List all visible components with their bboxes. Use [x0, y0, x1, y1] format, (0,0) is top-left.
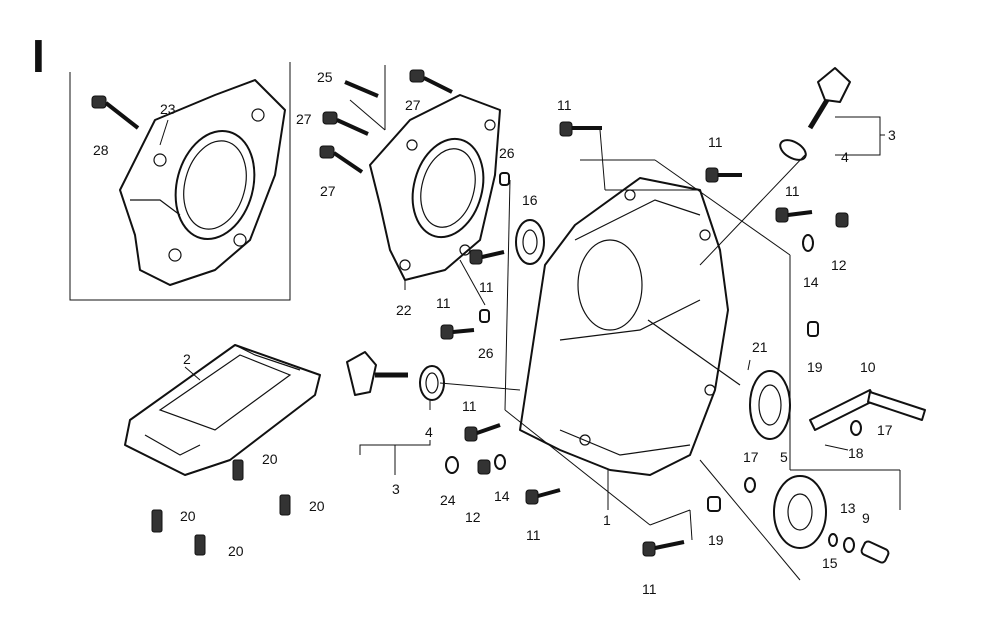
callout-20-a: 20 [262, 451, 278, 467]
part-9-shaft [860, 540, 890, 564]
callout-19-b: 19 [708, 532, 724, 548]
bolt-group-25-27 [319, 69, 453, 174]
callout-12-b: 12 [465, 509, 481, 525]
callout-14-a: 14 [803, 274, 819, 290]
callout-11-b: 11 [708, 134, 723, 150]
callout-10: 10 [860, 359, 876, 375]
callout-labels: 1 2 3 3 4 4 5 9 10 11 11 11 11 11 11 11 … [93, 69, 896, 597]
part-2-skid-plate [124, 344, 321, 476]
callout-11-d: 11 [479, 279, 494, 295]
callout-15: 15 [822, 555, 838, 571]
callout-28: 28 [93, 142, 109, 158]
callout-16: 16 [522, 192, 538, 208]
part-26-dowel-upper [499, 172, 510, 186]
callout-2: 2 [183, 351, 191, 367]
callout-27-a: 27 [405, 97, 421, 113]
callout-4-left: 4 [425, 424, 433, 440]
callout-17-a: 17 [877, 422, 893, 438]
leader-lines [159, 65, 901, 581]
callout-17-b: 17 [743, 449, 759, 465]
callout-11-e: 11 [436, 295, 451, 311]
section-mark: I [32, 30, 45, 82]
part-28-bolt [91, 95, 140, 130]
part-26-dowel-lower [479, 309, 490, 323]
callout-21: 21 [752, 339, 768, 355]
bolt-group-11-12 [440, 121, 849, 557]
callout-22: 22 [396, 302, 412, 318]
callout-11-a: 11 [557, 97, 572, 113]
part-5-gear [773, 475, 827, 549]
callout-11-h: 11 [642, 581, 657, 597]
part-22-flange [369, 94, 501, 281]
callout-19-a: 19 [807, 359, 823, 375]
callout-3-left: 3 [392, 481, 400, 497]
callout-4-right: 4 [841, 149, 849, 165]
callout-25: 25 [317, 69, 333, 85]
callout-14-b: 14 [494, 488, 510, 504]
part-3-oil-cap-right [779, 67, 851, 161]
callout-5: 5 [780, 449, 788, 465]
bolt-group-20 [151, 459, 291, 556]
callout-27-c: 27 [320, 183, 336, 199]
part-10-governor-arm [809, 389, 926, 431]
part-19-dowel-upper [807, 321, 819, 337]
callout-26-a: 26 [499, 145, 515, 161]
part-3-oil-cap-left [346, 351, 445, 401]
washer-group [445, 234, 862, 553]
callout-26-b: 26 [478, 345, 494, 361]
callout-9: 9 [862, 510, 870, 526]
callout-1: 1 [603, 512, 611, 528]
callout-20-d: 20 [228, 543, 244, 559]
callout-23: 23 [160, 101, 176, 117]
callout-27-b: 27 [296, 111, 312, 127]
callout-20-c: 20 [180, 508, 196, 524]
panel-frame-23 [69, 62, 291, 301]
part-1-crankcase [519, 177, 741, 476]
callout-24: 24 [440, 492, 456, 508]
part-23-cover-plate [119, 79, 286, 286]
part-16-oil-seal [515, 219, 545, 265]
part-21-bearing [749, 370, 791, 440]
callout-11-c: 11 [785, 183, 800, 199]
callout-3-right: 3 [888, 127, 896, 143]
part-19-dowel-lower [707, 496, 721, 512]
callout-11-g: 11 [526, 527, 541, 543]
callout-12-a: 12 [831, 257, 847, 273]
callout-20-b: 20 [309, 498, 325, 514]
callout-13: 13 [840, 500, 856, 516]
callout-11-f: 11 [462, 398, 477, 414]
callout-18: 18 [848, 445, 864, 461]
